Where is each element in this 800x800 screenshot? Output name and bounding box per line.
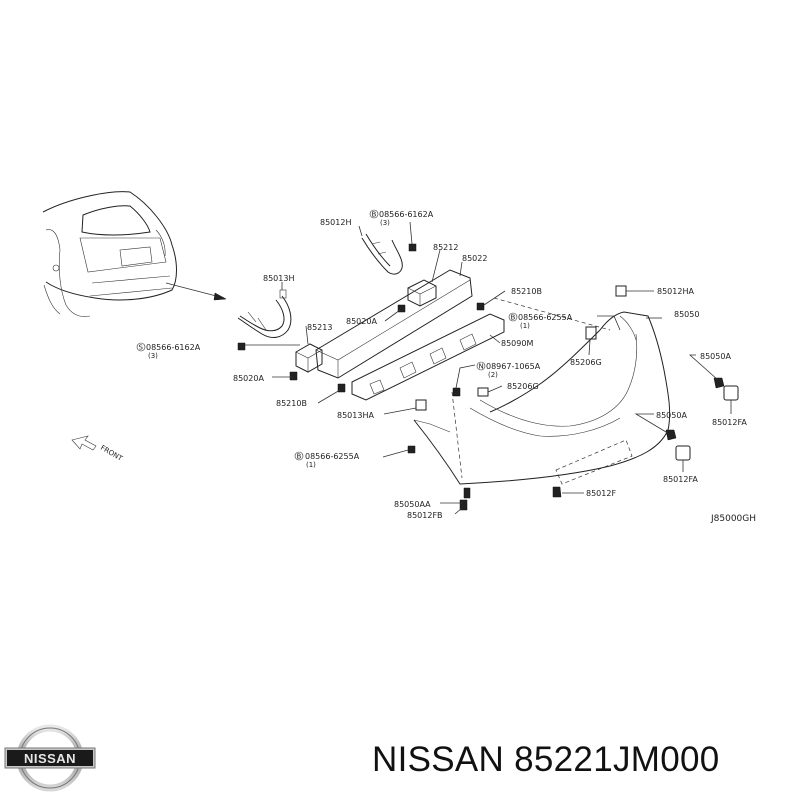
label-85213: 85213 — [307, 323, 332, 332]
label-08967-1065a: 08967-1065A — [486, 362, 541, 371]
label-85210b-left: 85210B — [276, 399, 307, 408]
label-85012fb: 85012FB — [407, 511, 443, 520]
label-08566-6255a-top: 08566-6255A — [518, 313, 573, 322]
leader-lines — [245, 221, 732, 515]
label-85212: 85212 — [433, 243, 458, 252]
label-qty-2: (2) — [488, 371, 498, 379]
reference-markers: B B S N B — [136, 209, 518, 461]
logo-brand-text: NISSAN — [24, 751, 76, 766]
label-85022: 85022 — [462, 254, 487, 263]
label-85012fa-upper: 85012FA — [712, 418, 747, 427]
label-85206g-top: 85206G — [570, 358, 602, 367]
svg-text:B: B — [372, 211, 377, 219]
label-85012ha: 85012HA — [657, 287, 694, 296]
reinforcement-85022 — [315, 269, 473, 379]
bumper-fascia — [413, 297, 671, 485]
label-08566-6162a-left: 08566-6162A — [146, 343, 201, 352]
diagram-code: J85000GH — [710, 514, 756, 524]
label-85012h: 85012H — [320, 218, 351, 227]
label-85050a-mid: 85050A — [656, 411, 687, 420]
label-85020a-top: 85020A — [346, 317, 377, 326]
svg-text:S: S — [139, 344, 144, 352]
label-85012f: 85012F — [586, 489, 616, 498]
page-title: NISSAN 85221JM000 — [372, 740, 720, 779]
label-85210b-right: 85210B — [511, 287, 542, 296]
label-qty-3-top: (3) — [380, 219, 390, 227]
label-85013ha: 85013HA — [337, 411, 374, 420]
front-label: FRONT — [99, 444, 124, 463]
label-85050: 85050 — [674, 310, 699, 319]
bracket-85013h — [237, 289, 292, 338]
label-qty-3-left: (3) — [148, 352, 158, 360]
front-indicator: FRONT — [71, 435, 124, 463]
label-qty-1-bottom: (1) — [306, 461, 316, 469]
label-85206g-mid: 85206G — [507, 382, 539, 391]
label-85013h: 85013H — [263, 274, 294, 283]
arrow-head — [213, 292, 227, 301]
label-qty-1-top: (1) — [520, 322, 530, 330]
bracket-85213 — [295, 343, 323, 373]
absorber-85090m — [351, 313, 505, 401]
svg-text:N: N — [479, 363, 484, 371]
label-85050aa: 85050AA — [394, 500, 431, 509]
label-85012fa-lower: 85012FA — [663, 475, 698, 484]
svg-text:B: B — [297, 453, 302, 461]
label-85090m: 85090M — [501, 339, 533, 348]
vehicle-rear-sketch — [42, 191, 177, 317]
label-85050a-right: 85050A — [700, 352, 731, 361]
label-08566-6255a-bottom: 08566-6255A — [305, 452, 360, 461]
label-08566-6162a-top: 08566-6162A — [379, 210, 434, 219]
svg-text:B: B — [511, 314, 516, 322]
clips — [237, 285, 739, 511]
leader-arrow — [165, 282, 225, 299]
bracket-85012h — [361, 233, 417, 275]
nissan-logo: NISSAN — [4, 724, 96, 792]
bracket-85212 — [407, 279, 437, 307]
label-85020a-left: 85020A — [233, 374, 264, 383]
